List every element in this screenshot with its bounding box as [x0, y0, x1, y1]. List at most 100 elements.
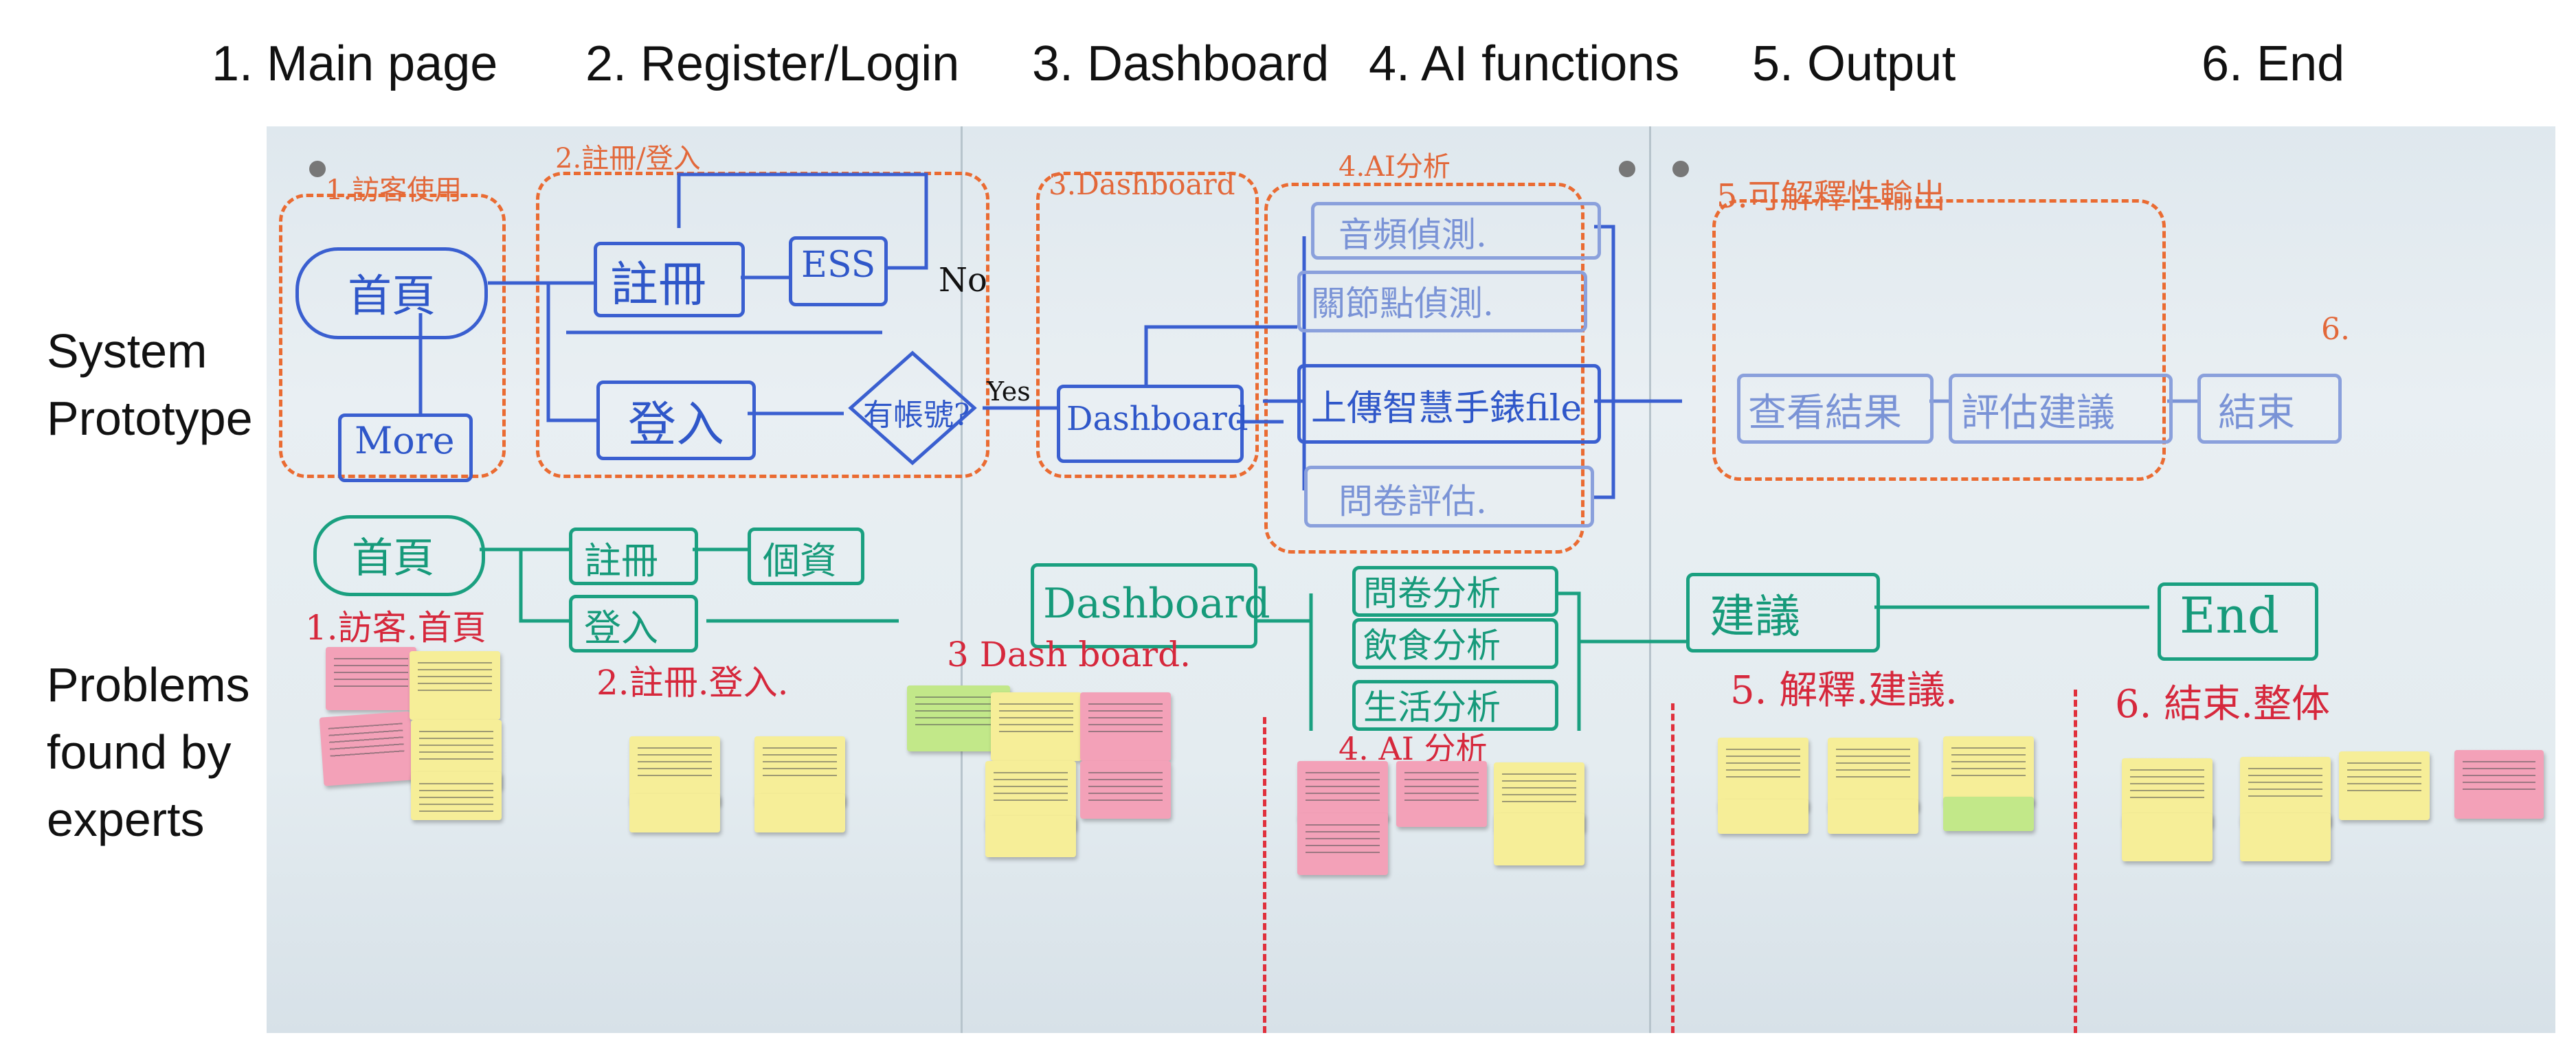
- sticky-note: [2454, 750, 2544, 819]
- sticky-note: [1828, 738, 1918, 810]
- sticky-note: [1396, 761, 1487, 827]
- stage-register-login: 2. Register/Login: [585, 36, 960, 91]
- sticky-note: [991, 692, 1082, 761]
- node-login-green: [569, 595, 698, 653]
- problem-header-3: 3 Dash board.: [947, 635, 1191, 674]
- board-seam: [1649, 126, 1651, 1033]
- prototype-connectors: [418, 172, 2197, 731]
- magnet: [1619, 161, 1635, 177]
- node-home: [295, 247, 488, 339]
- node-dashboard-green: [1031, 563, 1257, 648]
- node-dashboard-green-label: Dashboard: [1043, 580, 1270, 628]
- node-ai-questionnaire: [1304, 466, 1594, 528]
- problem-header-1: 1.訪客.首頁: [305, 608, 486, 648]
- node-profile-green-label: 個資: [763, 539, 837, 582]
- node-advice: [1949, 374, 2173, 444]
- sticky-note: [1494, 813, 1584, 865]
- node-login: [596, 381, 756, 460]
- sticky-note: [985, 816, 1076, 857]
- sticky-note: [629, 736, 720, 805]
- node-diet-analysis-green: [1352, 618, 1558, 669]
- node-ess-label: ESS: [801, 245, 876, 286]
- decision-label: 有帳號?: [863, 398, 970, 433]
- sticky-note: [1718, 738, 1808, 810]
- node-register-green: [569, 528, 698, 585]
- connector: [546, 283, 596, 422]
- node-ai-joint-label: 關節點偵測.: [1311, 284, 1494, 324]
- sticky-note: [754, 736, 845, 805]
- node-ai-joint: [1297, 271, 1587, 332]
- divider-line: [1671, 703, 1675, 1033]
- problem-header-5: 5. 解釋.建議.: [1730, 668, 1958, 713]
- connector: [1594, 225, 1615, 499]
- row-label-system-prototype: System Prototype: [47, 317, 253, 452]
- whiteboard-photo: 1.訪客使用 2.註冊/登入 3.Dashboard 4.AI分析 5.可解釋性…: [267, 126, 2555, 1033]
- header-output: 5.可解釋性輸出: [1716, 177, 1946, 216]
- node-ai-audio: [1311, 202, 1601, 260]
- sticky-note: [1718, 799, 1808, 834]
- node-ai-audio-label: 音頻偵測.: [1339, 215, 1487, 255]
- node-end-proto: [2197, 374, 2342, 444]
- stage-end: 6. End: [2202, 36, 2345, 91]
- node-advice-green: [1686, 573, 1880, 653]
- node-ai-upload-label: 上傳智慧手錶file: [1311, 388, 1582, 429]
- node-register: [594, 242, 745, 317]
- sticky-note: [1297, 813, 1388, 875]
- sticky-note: [2240, 813, 2331, 861]
- sticky-note: [1080, 761, 1171, 819]
- node-life-analysis-green: [1352, 680, 1558, 731]
- node-ess: [789, 236, 888, 306]
- sticky-note: [410, 651, 500, 720]
- connector: [677, 172, 928, 270]
- divider-line: [2074, 690, 2077, 1033]
- node-q-analysis-green-label: 問卷分析: [1363, 574, 1501, 613]
- node-end-green: [2158, 582, 2318, 661]
- node-advice-label: 評估建議: [1961, 391, 2115, 435]
- node-q-analysis-green: [1352, 566, 1558, 617]
- problem-header-6: 6. 結束.整体: [2115, 682, 2331, 727]
- connector: [480, 547, 569, 623]
- header-dashboard: 3.Dashboard: [1049, 168, 1235, 201]
- node-end-proto-label: 結束: [2218, 391, 2295, 435]
- node-home-green: [313, 515, 485, 596]
- sticky-note: [326, 647, 416, 710]
- header-register-login: 2.註冊/登入: [555, 143, 701, 174]
- row-label-line: found by: [47, 725, 232, 779]
- node-profile-green: [748, 528, 864, 585]
- divider-line: [1263, 717, 1266, 1033]
- node-dashboard-label: Dashboard: [1066, 400, 1248, 438]
- row-label-line: Prototype: [47, 392, 253, 445]
- label-yes: Yes: [987, 376, 1031, 407]
- group-visitor: [279, 194, 506, 478]
- sticky-note: [319, 711, 415, 786]
- stage-dashboard: 3. Dashboard: [1032, 36, 1330, 91]
- node-more: [338, 413, 473, 482]
- node-home-green-label: 首頁: [352, 534, 434, 582]
- node-life-analysis-green-label: 生活分析: [1363, 688, 1501, 727]
- sticky-note: [1943, 797, 2034, 831]
- stage-main-page: 1. Main page: [212, 36, 498, 91]
- header-visitor: 1.訪客使用: [326, 174, 462, 206]
- sticky-note: [1080, 692, 1171, 761]
- node-view-result: [1737, 374, 1934, 444]
- node-home-label: 首頁: [348, 271, 436, 322]
- board-seam: [961, 126, 963, 1033]
- node-more-label: More: [355, 419, 455, 462]
- connector: [1144, 325, 1297, 387]
- stage-ai-functions: 4. AI functions: [1369, 36, 1680, 91]
- connector: [1558, 591, 1581, 731]
- node-register-green-label: 註冊: [584, 539, 658, 582]
- node-view-result-label: 查看結果: [1748, 391, 1902, 435]
- group-ai: [1264, 183, 1584, 554]
- sticky-note: [1943, 736, 2034, 805]
- sticky-note: [754, 794, 845, 832]
- node-login-label: 登入: [628, 396, 724, 453]
- row-label-line: System: [47, 324, 208, 378]
- sticky-note: [1297, 761, 1388, 820]
- sticky-note: [2339, 751, 2430, 820]
- row-label-problems: Problems found by experts: [47, 651, 250, 853]
- header-ai: 4.AI分析: [1339, 151, 1451, 183]
- sticky-note: [2122, 813, 2213, 861]
- node-advice-green-label: 建議: [1710, 590, 1800, 643]
- decision-diamond: [848, 350, 977, 466]
